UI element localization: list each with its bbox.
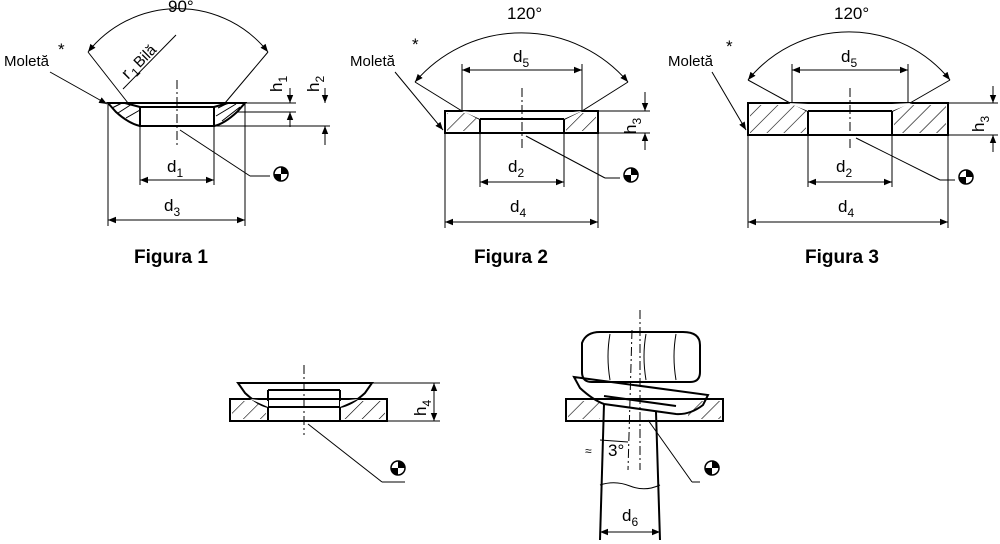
fig3-knurl-label: Moletă (668, 53, 714, 70)
fig2-h3-label: h3 (621, 118, 644, 134)
figure-1: 90° r1Bilă Moletă * h1 h2 d1 d3 Figu (4, 0, 330, 268)
mounted-material-symbol-icon (704, 460, 720, 476)
fig1-material-symbol-icon (273, 166, 289, 182)
fig2-d5-label: d5 (513, 47, 529, 70)
assembly-h4-label: h4 (411, 400, 434, 416)
mounted-angle-label: 3° (608, 441, 624, 460)
fig1-angle-label: 90° (168, 0, 194, 16)
fig3-d2-label: d2 (836, 157, 852, 180)
assembly-view: h4 (229, 365, 440, 483)
fig2-caption: Figura 2 (474, 247, 548, 268)
mounted-approx-sign: ≈ (585, 444, 592, 458)
mounted-view: ≈ 3° d6 (565, 310, 724, 541)
fig1-asterisk: * (58, 40, 65, 59)
fig3-d4-label: d4 (838, 197, 854, 220)
fig3-h3-label: h3 (969, 116, 992, 132)
assembly-material-symbol-icon (390, 460, 406, 476)
fig1-d3-label: d3 (164, 196, 180, 219)
fig2-material-symbol-icon (623, 167, 639, 183)
fig3-angle-label: 120° (834, 4, 869, 23)
fig2-asterisk: * (412, 35, 419, 54)
fig1-radius-label: r1Bilă (117, 40, 162, 85)
fig3-material-symbol-icon (958, 169, 974, 185)
fig1-knurl-label: Moletă (4, 53, 50, 70)
figure-3: 120° d5 Moletă * h3 d2 d4 Figura 3 (668, 4, 998, 268)
fig3-caption: Figura 3 (805, 247, 879, 268)
fig2-angle-label: 120° (507, 4, 542, 23)
fig1-caption: Figura 1 (134, 247, 208, 268)
fig3-d5-label: d5 (841, 47, 857, 70)
fig1-h1-label: h1 (267, 76, 290, 92)
figure-2: 120° d5 Moletă * h3 d2 d4 Figura 2 (350, 4, 650, 268)
fig2-d4-label: d4 (510, 197, 526, 220)
mounted-d6-label: d6 (622, 506, 638, 529)
fig2-d2-label: d2 (508, 157, 524, 180)
fig1-d1-label: d1 (167, 157, 183, 180)
fig1-h2-label: h2 (304, 76, 327, 92)
fig3-asterisk: * (726, 37, 733, 56)
fig2-knurl-label: Moletă (350, 53, 396, 70)
